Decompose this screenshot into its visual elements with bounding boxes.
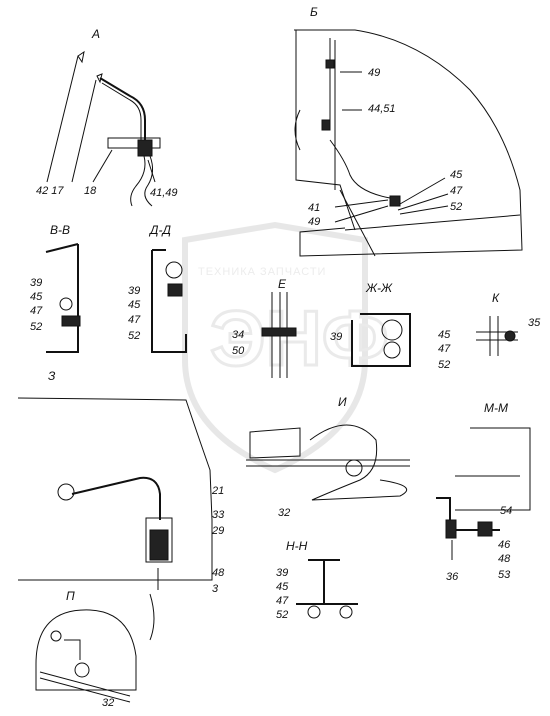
callout-dd-52: 52 (128, 330, 140, 342)
callout-z-3: 3 (212, 583, 219, 595)
section-zhzh: Ж-Ж 39 45 47 52 (330, 281, 451, 371)
callout-b-49: 49 (368, 67, 380, 79)
section-p: П 32 (35, 589, 137, 709)
callout-dd-39: 39 (128, 285, 140, 297)
section-nn-title: Н-Н (286, 539, 308, 553)
callout-n-47: 47 (276, 595, 289, 607)
callout-zh-47: 47 (438, 343, 451, 355)
section-dd-title: Д-Д (148, 223, 171, 237)
section-z: З 21 33 29 48 3 (17, 369, 225, 641)
callout-p-32: 32 (102, 697, 114, 709)
callout-vv-45: 45 (30, 291, 43, 303)
callout-18: 18 (84, 185, 97, 197)
callout-b-44-51: 44,51 (368, 103, 396, 115)
section-nn: Н-Н 39 45 47 52 (276, 539, 358, 621)
callout-m-36: 36 (446, 571, 459, 583)
callout-e-34: 34 (232, 329, 244, 341)
callout-n-52: 52 (276, 609, 288, 621)
callout-vv-47: 47 (30, 305, 43, 317)
callout-41-49: 41,49 (150, 187, 178, 199)
callout-z-33: 33 (212, 509, 225, 521)
callout-k-35: 35 (528, 317, 541, 329)
section-mm-title: М-М (484, 401, 508, 415)
section-i-title: И (338, 395, 347, 409)
section-mm: М-М 54 46 48 53 36 (436, 401, 531, 583)
watermark-text: ТЕХНИКА ЗАПЧАСТИ (198, 266, 326, 278)
section-e: Е 34 50 (232, 277, 297, 378)
callout-m-54: 54 (500, 505, 512, 517)
callout-zh-39: 39 (330, 331, 342, 343)
section-z-title: З (48, 369, 56, 383)
callout-42-17: 42 17 (36, 185, 64, 197)
section-a: А 42 17 18 41,49 (36, 27, 178, 207)
callout-zh-52: 52 (438, 359, 450, 371)
watermark: ТЕХНИКА ЗАПЧАСТИ ЭНФ (182, 221, 390, 474)
callout-b-47: 47 (450, 185, 463, 197)
section-e-title: Е (278, 277, 287, 291)
callout-m-46: 46 (498, 539, 511, 551)
callout-i-32: 32 (278, 507, 290, 519)
section-zhzh-title: Ж-Ж (365, 281, 393, 295)
callout-z-29: 29 (211, 525, 224, 537)
watermark-letters: ЭНФ (210, 294, 388, 382)
callout-zh-45: 45 (438, 329, 451, 341)
section-p-title: П (66, 589, 75, 603)
callout-z-21: 21 (211, 485, 224, 497)
callout-vv-52: 52 (30, 321, 42, 333)
section-vv-title: В-В (50, 223, 70, 237)
callout-n-39: 39 (276, 567, 288, 579)
section-i: И 32 (246, 395, 410, 519)
callout-dd-47: 47 (128, 314, 141, 326)
section-k: К 35 (476, 291, 541, 356)
callout-m-53: 53 (498, 569, 511, 581)
callout-b-49b: 49 (308, 216, 320, 228)
section-dd: Д-Д 39 45 47 52 (128, 223, 187, 353)
section-vv: В-В 39 45 47 52 (30, 223, 81, 353)
callout-n-45: 45 (276, 581, 289, 593)
section-b-title: Б (310, 5, 318, 19)
callout-z-48: 48 (212, 567, 225, 579)
callout-dd-45: 45 (128, 299, 141, 311)
callout-vv-39: 39 (30, 277, 42, 289)
section-k-title: К (492, 291, 500, 305)
callout-b-41: 41 (308, 202, 320, 214)
callout-e-50: 50 (232, 345, 245, 357)
callout-b-45: 45 (450, 169, 463, 181)
callout-b-52: 52 (450, 201, 462, 213)
section-b: Б 49 44,51 45 47 52 41 49 (294, 5, 523, 257)
section-a-title: А (91, 27, 100, 41)
callout-m-48: 48 (498, 553, 511, 565)
